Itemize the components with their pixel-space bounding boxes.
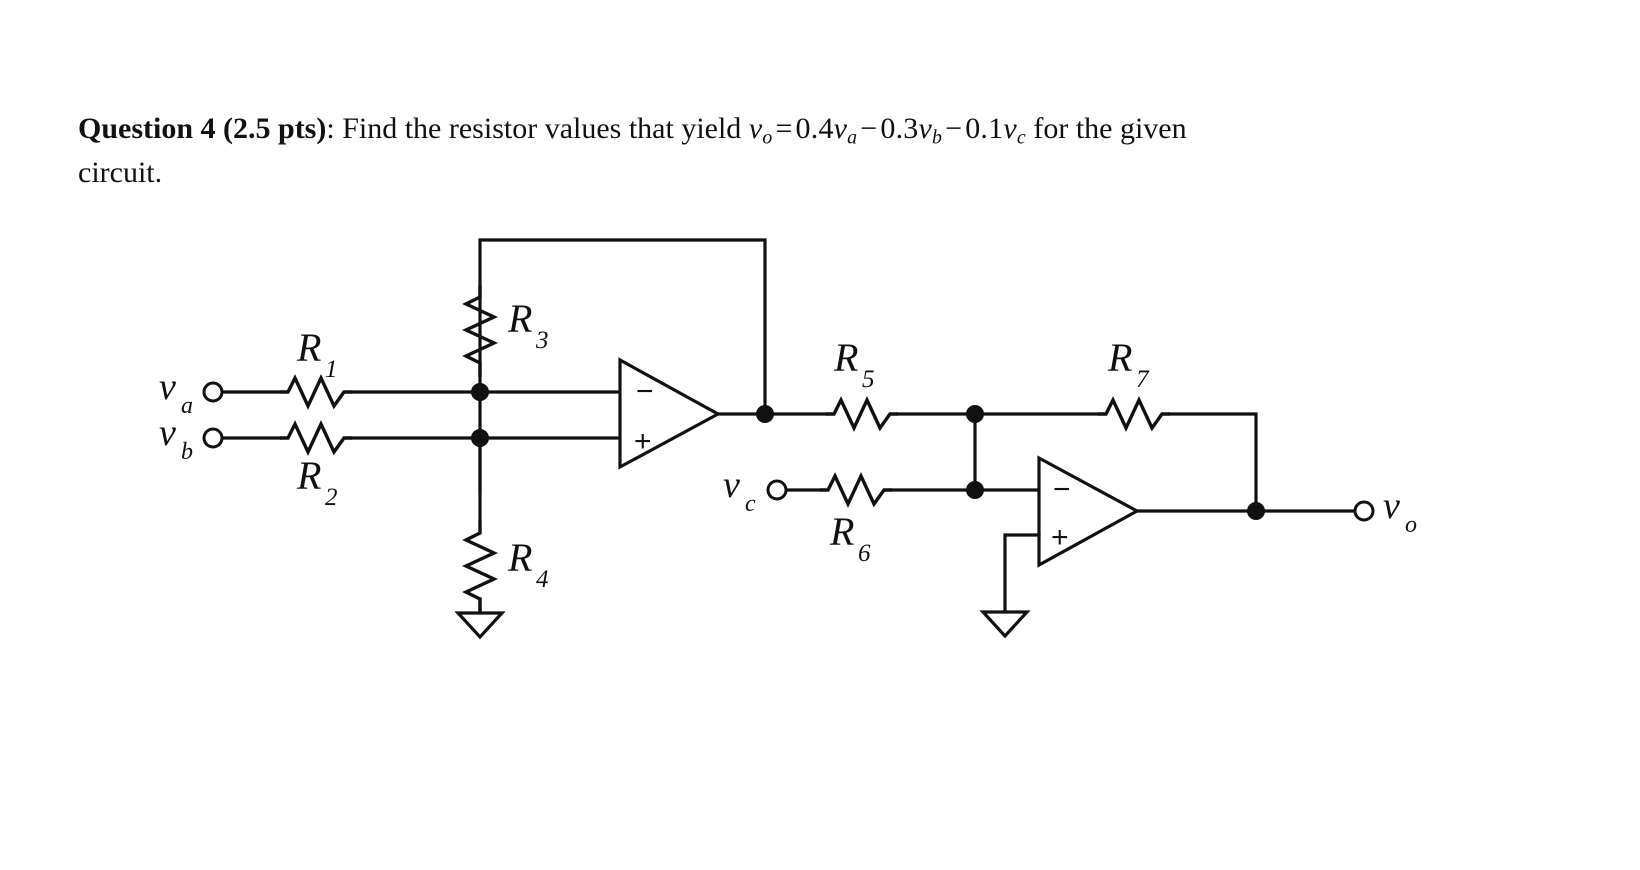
label-va: v a [159, 366, 193, 419]
equation-lhs-sub: o [762, 126, 773, 149]
junction-dot-noninverting-node-1 [471, 429, 489, 447]
label-r4-sub: 4 [536, 566, 549, 593]
equation-term2-coef: 0.3 [880, 112, 919, 145]
resistor-r3-symbol [461, 285, 499, 377]
resistor-r1-symbol [280, 373, 352, 411]
label-r2-sub: 2 [325, 484, 338, 511]
terminal-vb[interactable] [202, 427, 224, 449]
label-r6: R 6 [829, 509, 871, 567]
label-vb-sub: b [181, 439, 193, 465]
ground-symbol-1 [454, 597, 506, 640]
label-r7-sub: 7 [1136, 366, 1150, 393]
question-text: Question 4 (2.5 pts): Find the resistor … [78, 108, 1538, 194]
question-label: Question 4 (2.5 pts) [78, 112, 327, 145]
label-r5-var: R [833, 335, 858, 380]
label-r1: R 1 [296, 325, 338, 383]
terminal-va[interactable] [202, 381, 224, 403]
equation-op2: − [945, 112, 963, 145]
equation-term3-coef: 0.1 [965, 112, 1004, 145]
equation-term3-sub: c [1016, 126, 1026, 149]
resistor-r5-symbol [826, 395, 898, 433]
equation-lhs-var: v [748, 112, 763, 145]
junction-dot-inverting-node-2 [966, 481, 984, 499]
label-vc-sub: c [745, 491, 756, 517]
label-vo: v o [1383, 485, 1417, 538]
label-r2: R 2 [296, 453, 338, 511]
resistor-r4-symbol [461, 521, 499, 611]
junction-dot-opamp2-output [1247, 502, 1265, 520]
label-vo-sub: o [1405, 512, 1417, 538]
label-r3: R 3 [507, 296, 549, 354]
opamp1-minus-sign: − [636, 375, 654, 408]
label-vo-var: v [1383, 485, 1400, 527]
opamp1-body [618, 357, 722, 470]
label-r5: R 5 [833, 335, 875, 393]
wire-r7-to-output-node [1168, 412, 1258, 510]
junction-dot-r5-r7 [966, 405, 984, 423]
label-r2-var: R [296, 453, 321, 498]
equation-equals: = [775, 112, 793, 145]
opamp2-minus-sign: − [1053, 473, 1071, 506]
label-r4: R 4 [507, 535, 549, 593]
question-prompt-before: Find the resistor values that yield [342, 112, 742, 145]
opamp2-body [1037, 455, 1141, 568]
circuit-svg: − + − + [159, 238, 1417, 640]
label-r7: R 7 [1107, 335, 1150, 393]
equation-term2-sub: b [932, 126, 943, 149]
ground1-triangle [454, 611, 506, 640]
question-separator: : [326, 112, 335, 145]
label-vc-var: v [723, 464, 740, 506]
label-r6-var: R [829, 509, 854, 554]
label-va-sub: a [181, 393, 193, 419]
circuit-diagram: − + − + [0, 205, 1640, 675]
question-line2: circuit. [78, 155, 163, 189]
opamp1-plus-sign: + [634, 425, 652, 458]
label-vc: v c [723, 464, 756, 517]
resistor-r7-symbol [1098, 395, 1170, 433]
equation-term2-var: v [918, 112, 933, 145]
label-r5-sub: 5 [862, 366, 875, 393]
terminal-vo[interactable] [1353, 500, 1375, 522]
label-r1-var: R [296, 325, 321, 370]
question-prompt-after: for the given [1033, 112, 1187, 145]
equation: vo=0.4va−0.3vb−0.1vc [748, 112, 1026, 149]
resistor-r2-symbol [280, 419, 352, 457]
junction-dot-opamp1-output [756, 405, 774, 423]
label-va-var: v [159, 366, 176, 408]
resistor-r6-symbol [820, 471, 892, 509]
wire-opamp2-plus-to-ground [1003, 533, 1041, 614]
equation-term1-coef: 0.4 [795, 112, 834, 145]
label-r7-var: R [1107, 335, 1132, 380]
label-vb-var: v [159, 412, 176, 454]
equation-term3-var: v [1003, 112, 1017, 145]
equation-term1-var: v [833, 112, 848, 145]
opamp2-plus-sign: + [1051, 521, 1069, 554]
junction-dot-inverting-node-1 [471, 383, 489, 401]
terminal-vc[interactable] [766, 479, 788, 501]
equation-op1: − [860, 112, 878, 145]
label-vb: v b [159, 412, 193, 465]
ground2-triangle [979, 610, 1031, 639]
ground-symbol-2 [979, 610, 1031, 639]
label-r1-sub: 1 [325, 356, 338, 383]
label-r3-var: R [507, 296, 532, 341]
label-r4-var: R [507, 535, 532, 580]
equation-term1-sub: a [847, 126, 858, 149]
label-r3-sub: 3 [535, 327, 549, 354]
label-r6-sub: 6 [858, 540, 871, 567]
